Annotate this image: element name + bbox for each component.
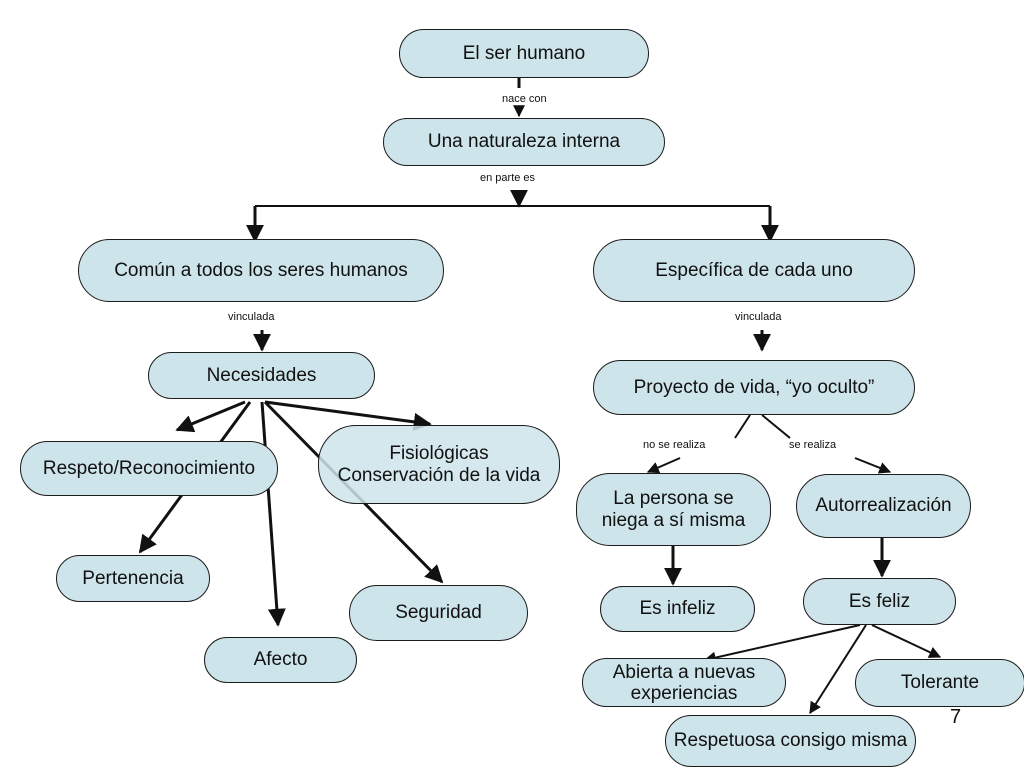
node-afecto[interactable]: Afecto [204, 637, 357, 683]
node-respeto-reconocimiento[interactable]: Respeto/Reconocimiento [20, 441, 278, 496]
node-necesidades[interactable]: Necesidades [148, 352, 375, 399]
edge-to-niega [646, 457, 681, 474]
node-la-persona-se-niega[interactable]: La persona se niega a sí misma [576, 473, 771, 546]
edge-to-autorrealizacion [854, 457, 892, 474]
node-es-infeliz[interactable]: Es infeliz [600, 586, 755, 632]
edge-proyecto-no-realiza [734, 414, 751, 439]
label-vinculada-right: vinculada [735, 311, 782, 323]
node-abierta-a-nuevas-experiencias[interactable]: Abierta a nuevas experiencias [582, 658, 786, 707]
label-vinculada-left: vinculada [228, 311, 275, 323]
edge-feliz-to-abierta [703, 624, 861, 664]
page-number: 7 [950, 706, 962, 728]
node-comun-a-todos[interactable]: Común a todos los seres humanos [78, 239, 444, 302]
label-nace-con: nace con [502, 93, 547, 105]
node-especifica-de-cada-uno[interactable]: Específica de cada uno [593, 239, 915, 302]
node-es-feliz[interactable]: Es feliz [803, 578, 956, 625]
edge-nec-to-afecto [260, 401, 286, 627]
node-una-naturaleza-interna[interactable]: Una naturaleza interna [383, 118, 665, 166]
node-el-ser-humano[interactable]: El ser humano [399, 29, 649, 78]
node-seguridad[interactable]: Seguridad [349, 585, 528, 641]
node-fisiologicas[interactable]: Fisiológicas Conservación de la vida [318, 425, 560, 504]
edge-feliz-to-respetuosa [809, 624, 867, 715]
edge-proyecto-si-realiza [761, 414, 791, 439]
node-autorrealizacion[interactable]: Autorrealización [796, 474, 971, 538]
node-pertenencia[interactable]: Pertenencia [56, 555, 210, 602]
edge-nec-to-respeto [175, 400, 246, 433]
edge-feliz-to-tolerante [871, 624, 942, 658]
edge-nec-to-fisiologicas [264, 400, 432, 431]
node-tolerante[interactable]: Tolerante [855, 659, 1024, 707]
node-proyecto-de-vida[interactable]: Proyecto de vida, “yo oculto” [593, 360, 915, 415]
label-se-realiza: se realiza [789, 439, 837, 451]
label-no-se-realiza: no se realiza [643, 439, 706, 451]
label-en-parte-es: en parte es [480, 172, 536, 184]
node-respetuosa-consigo-misma[interactable]: Respetuosa consigo misma [665, 715, 916, 767]
